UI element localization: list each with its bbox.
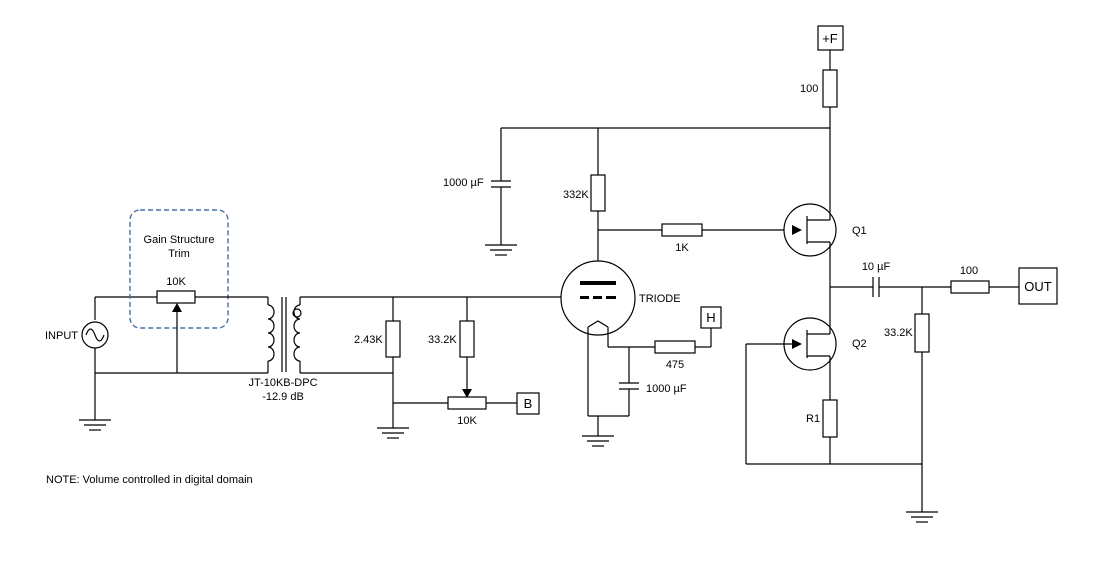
capacitor-10uf	[872, 277, 951, 297]
trim-potentiometer	[156, 290, 268, 373]
cap-10uf-label: 10 µF	[862, 261, 891, 273]
r-100-top-label: 100	[800, 83, 818, 95]
transformer-loss: -12.9 dB	[262, 391, 304, 403]
r-100-out-label: 100	[960, 265, 978, 277]
transistor-q1	[783, 203, 837, 314]
q2-label: Q2	[852, 338, 867, 350]
input-source	[81, 297, 109, 373]
bias-potentiometer	[447, 396, 517, 410]
terminal-h	[700, 306, 722, 329]
capacitor-1000uf-top	[485, 128, 517, 256]
resistor-2-43k	[385, 297, 401, 373]
resistor-1k	[598, 223, 792, 237]
resistor-100-out	[950, 280, 1019, 294]
r-33-2k-grid-label: 33.2K	[428, 334, 457, 346]
ground-symbol-input	[79, 373, 111, 431]
terminal-b	[516, 392, 540, 415]
transformer-name: JT-10KB-DPC	[248, 377, 317, 389]
r-475-label: 475	[666, 359, 684, 371]
terminal-f-label: +F	[822, 31, 838, 46]
resistor-33-2k-out	[914, 287, 930, 512]
terminal-b-label: B	[524, 396, 533, 411]
r1-label: R1	[806, 413, 820, 425]
ground-symbol-output	[906, 511, 938, 523]
gain-trim-title: Gain Structure	[144, 234, 215, 246]
q1-label: Q1	[852, 225, 867, 237]
note-text: NOTE: Volume controlled in digital domai…	[46, 474, 253, 486]
ground-symbol-triode	[582, 435, 614, 447]
triode-label: TRIODE	[639, 293, 681, 305]
terminal-out-label: OUT	[1024, 279, 1052, 294]
input-label: INPUT	[45, 330, 78, 342]
bias-pot-label: 10K	[457, 415, 477, 427]
r-33-2k-out-label: 33.2K	[884, 327, 913, 339]
r-1k-label: 1K	[675, 242, 689, 254]
capacitor-1000uf-bottom	[619, 347, 639, 416]
trim-pot-label: 10K	[166, 276, 186, 288]
terminal-f	[817, 25, 844, 51]
terminal-h-label: H	[706, 310, 715, 325]
resistor-332k	[590, 128, 606, 283]
terminal-out	[1018, 267, 1058, 305]
transistor-q2	[746, 314, 837, 400]
transformer	[267, 297, 302, 373]
ground-symbol-transformer	[377, 427, 409, 439]
cap-1000uf-bottom-label: 1000 µF	[646, 383, 687, 395]
resistor-475	[654, 328, 712, 354]
resistor-100-top	[822, 50, 838, 206]
r-2-43k-label: 2.43K	[354, 334, 383, 346]
gain-trim-title-2: Trim	[168, 248, 190, 260]
resistor-33-2k-grid	[459, 297, 475, 398]
cap-1000uf-top-label: 1000 µF	[443, 177, 484, 189]
r-332k-label: 332K	[563, 189, 589, 201]
triode-tube	[560, 260, 636, 347]
resistor-r1	[822, 399, 838, 464]
